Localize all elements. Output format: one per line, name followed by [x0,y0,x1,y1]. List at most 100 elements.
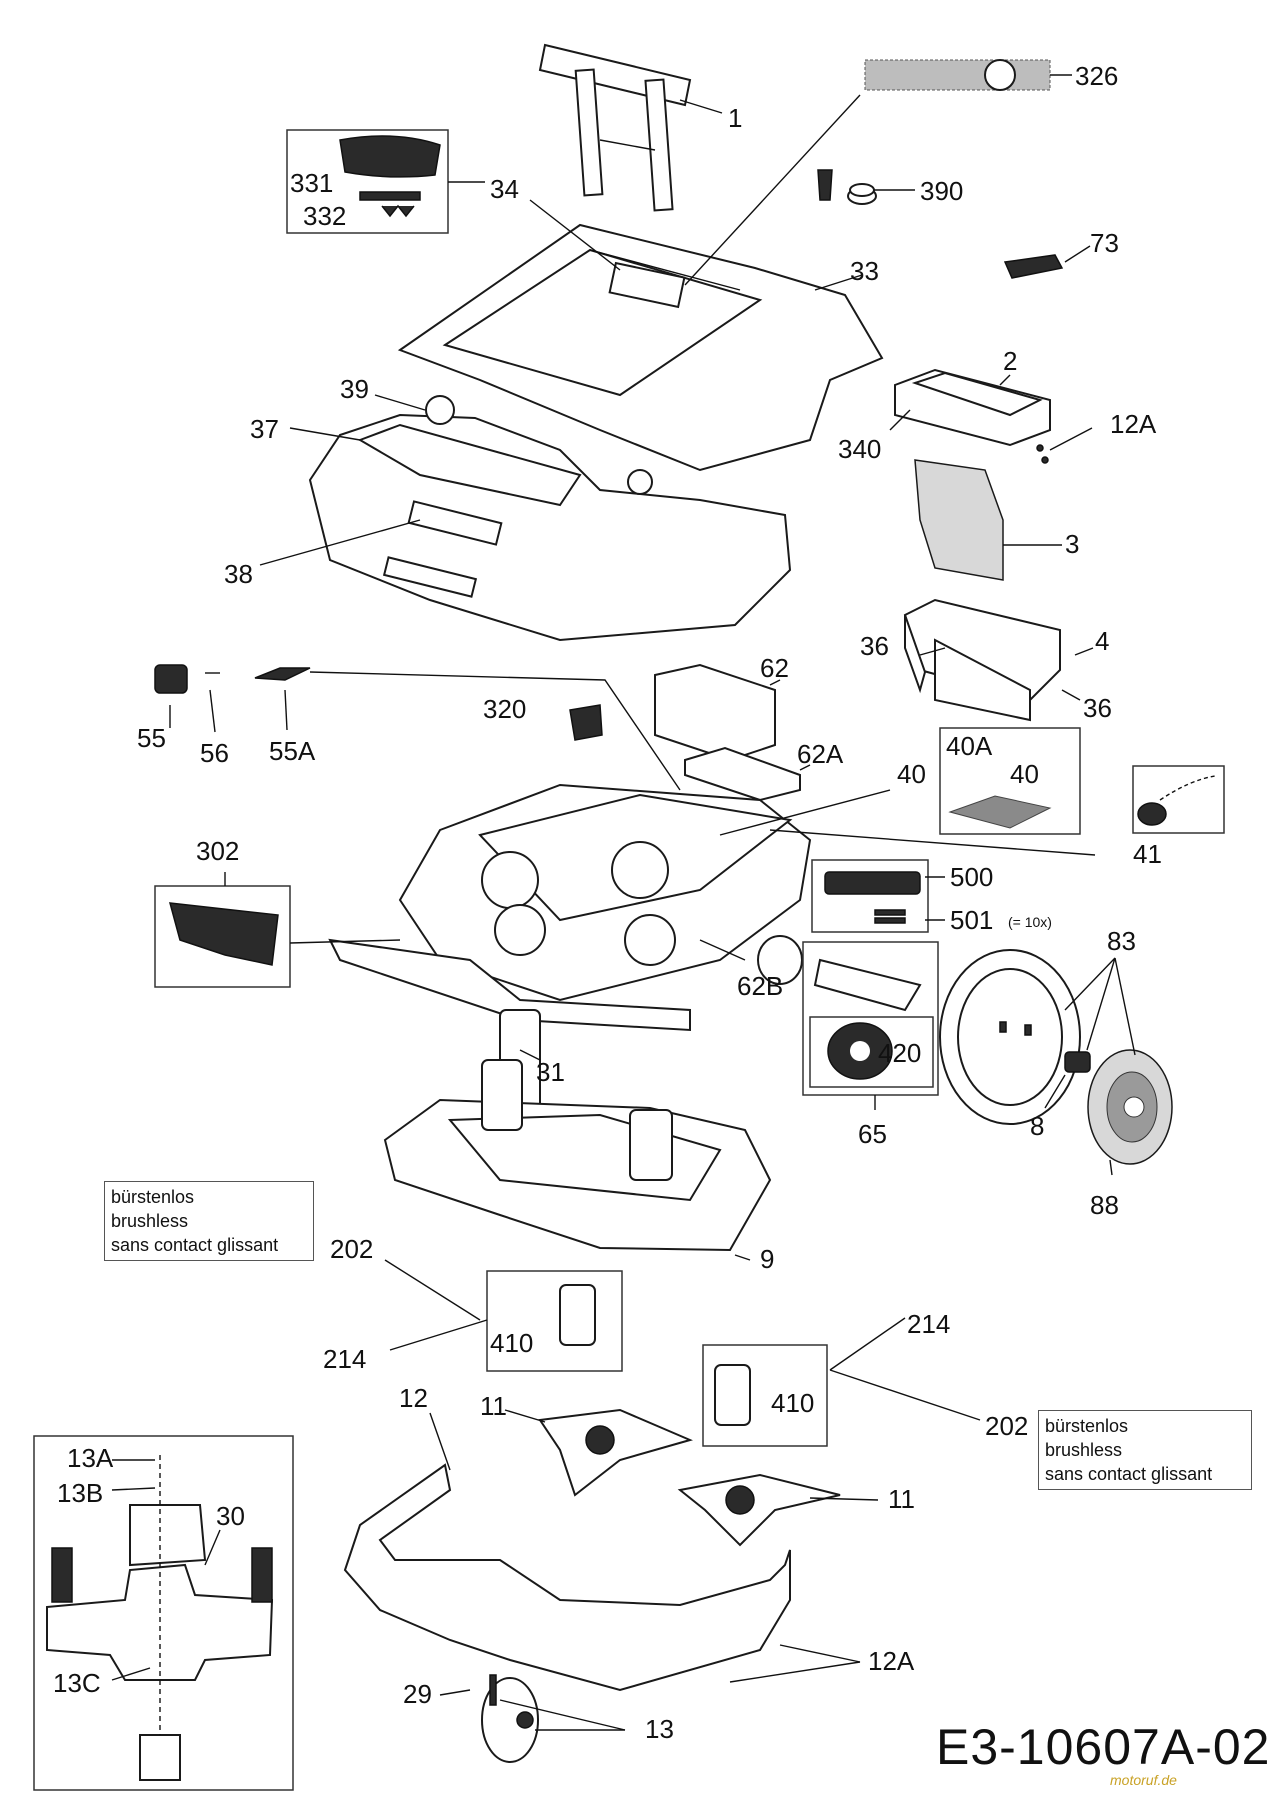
callout-13A: 13A [67,1443,114,1473]
part-front-wheel [481,1674,539,1763]
leader-lines [111,74,1136,1731]
part-box-65 [802,941,939,1096]
callout-56: 56 [200,738,229,768]
part-lower-cover [308,395,792,642]
callout-2: 2 [1003,346,1017,376]
callout-65: 65 [858,1119,887,1149]
callout-55: 55 [137,723,166,753]
callout-12A-bottom: 12A [868,1646,915,1676]
part-wheel [939,949,1081,1125]
callout-29: 29 [403,1679,432,1709]
callout-62: 62 [760,653,789,683]
callout-62A: 62A [797,739,844,769]
part-circuit-board [914,459,1004,581]
part-box-41 [1132,765,1225,834]
callout-38: 38 [224,559,253,589]
callout-41: 41 [1133,839,1162,869]
callout-31: 31 [536,1057,565,1087]
part-wheel-cap [1087,1049,1173,1165]
callout-302: 302 [196,836,239,866]
callout-501: 501 [950,905,993,935]
part-tray [894,368,1051,447]
callout-420: 420 [878,1038,921,1068]
callout-36-left: 36 [860,631,889,661]
part-box-40A-40 [939,727,1081,835]
callout-13B: 13B [57,1478,103,1508]
callout-34: 34 [490,174,519,204]
part-upper-cover [397,223,884,472]
callout-12: 12 [399,1383,428,1413]
part-display-strip [864,59,1051,91]
callout-202-right: 202 [985,1411,1028,1441]
part-box-410-left [486,1270,623,1372]
callout-410-right: 410 [771,1388,814,1418]
part-box-500-501 [811,859,929,933]
part-battery [654,663,776,762]
part-55-set [154,664,311,694]
part-base-plate [383,1059,772,1252]
part-box-30 [33,1435,294,1791]
callout-83: 83 [1107,926,1136,956]
callout-202-left: 202 [330,1234,373,1264]
part-box-302 [154,885,291,988]
callout-1: 1 [728,103,742,133]
callout-390: 390 [920,176,963,206]
callout-62B: 62B [737,971,783,1001]
part-blade-right [677,1473,841,1547]
callout-4: 4 [1095,626,1109,656]
callout-40: 40 [897,759,926,789]
callout-88: 88 [1090,1190,1119,1220]
callout-500: 500 [950,862,993,892]
callout-3: 3 [1065,529,1079,559]
callout-55A: 55A [269,736,316,766]
part-hub [1064,1051,1091,1073]
callout-320: 320 [483,694,526,724]
callout-37: 37 [250,414,279,444]
callout-40-box: 40 [1010,759,1039,789]
part-box-410-right [702,1344,828,1447]
callout-30: 30 [216,1501,245,1531]
callout-40A: 40A [946,731,993,761]
drawing-number: E3-10607A-02 [936,1719,1271,1775]
callout-labels: 1 326 331 332 34 390 73 33 2 12A 340 39 … [53,61,1162,1744]
callout-331: 331 [290,168,333,198]
part-chassis [328,783,812,1111]
watermark: motoruf.de [1110,1772,1177,1788]
note-line: brushless [111,1211,189,1231]
note-line: bürstenlos [1045,1416,1129,1436]
callout-73: 73 [1090,228,1119,258]
part-73 [1003,254,1064,279]
callout-13: 13 [645,1714,674,1744]
part-390 [817,169,877,205]
callout-9: 9 [760,1244,774,1274]
note-brushless-right: bürstenlos brushless sans contact glissa… [1038,1410,1252,1490]
callout-332: 332 [303,201,346,231]
callout-11-right: 11 [888,1484,915,1514]
callout-214-left: 214 [323,1344,366,1374]
part-320 [569,704,603,741]
callout-410-left: 410 [490,1328,533,1358]
note-line: sans contact glissant [1045,1464,1213,1484]
callout-13C: 13C [53,1668,101,1698]
note-line: bürstenlos [111,1187,195,1207]
note-line: sans contact glissant [111,1235,279,1255]
callout-39: 39 [340,374,369,404]
part-skirt [343,1463,791,1692]
callout-214-right: 214 [907,1309,950,1339]
callout-33: 33 [850,256,879,286]
callout-8: 8 [1030,1111,1044,1141]
callout-11-top: 11 [480,1391,507,1421]
callout-326: 326 [1075,61,1118,91]
part-battery-pad [684,746,801,802]
note-line: brushless [1045,1440,1123,1460]
part-handle [538,43,692,212]
part-battery-box [903,598,1061,722]
callout-501-note: (= 10x) [1008,914,1052,930]
part-blade-top [538,1408,693,1497]
callout-340: 340 [838,434,881,464]
callout-12A-top: 12A [1110,409,1157,439]
note-brushless-left: bürstenlos brushless sans contact glissa… [104,1181,314,1261]
callout-36-right: 36 [1083,693,1112,723]
